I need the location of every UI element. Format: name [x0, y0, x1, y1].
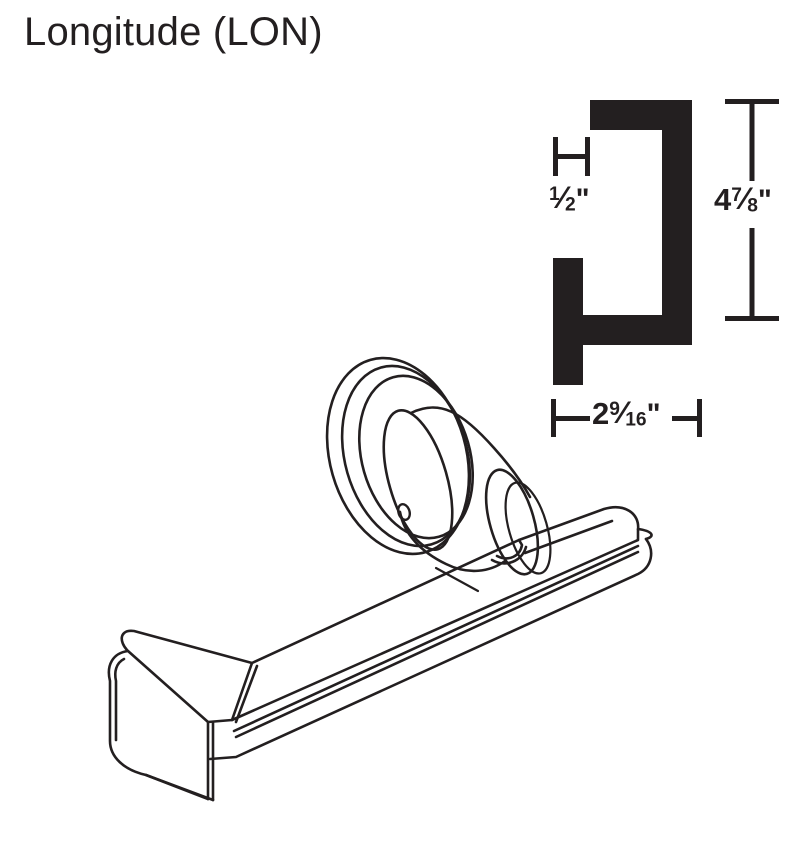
dimension-overall-height: [725, 99, 779, 321]
dimension-label-overall-projection: 29⁄16": [592, 394, 661, 431]
whole-number-2: 2: [592, 396, 610, 431]
rose-inner-ring: [357, 374, 475, 540]
lever-profile-silhouette: [553, 100, 692, 385]
dimension-label-overall-height: 47⁄8": [714, 180, 772, 217]
whole-number-4: 4: [714, 182, 732, 217]
dimension-label-half-inch: 1⁄2": [549, 179, 590, 216]
fraction-one-half: 1⁄2: [549, 179, 576, 216]
hub-cylinder: [382, 406, 552, 576]
fraction-seven-eighths: 7⁄8: [731, 180, 758, 217]
set-screw-hole: [397, 503, 411, 521]
lever-isometric-illustration: [107, 356, 653, 802]
inch-mark: ": [646, 398, 661, 431]
page-title: Longitude (LON): [24, 10, 323, 54]
lever-arm-bar: [107, 506, 653, 802]
inch-mark: ": [575, 183, 590, 216]
rose-lever-contact: [434, 566, 480, 593]
inch-mark: ": [757, 184, 772, 217]
dimension-half-inch: [553, 137, 590, 176]
fraction-nine-sixteenths: 9⁄16: [609, 394, 647, 431]
lever-hub-junction: [490, 538, 528, 565]
dimension-overall-projection: [551, 399, 702, 437]
